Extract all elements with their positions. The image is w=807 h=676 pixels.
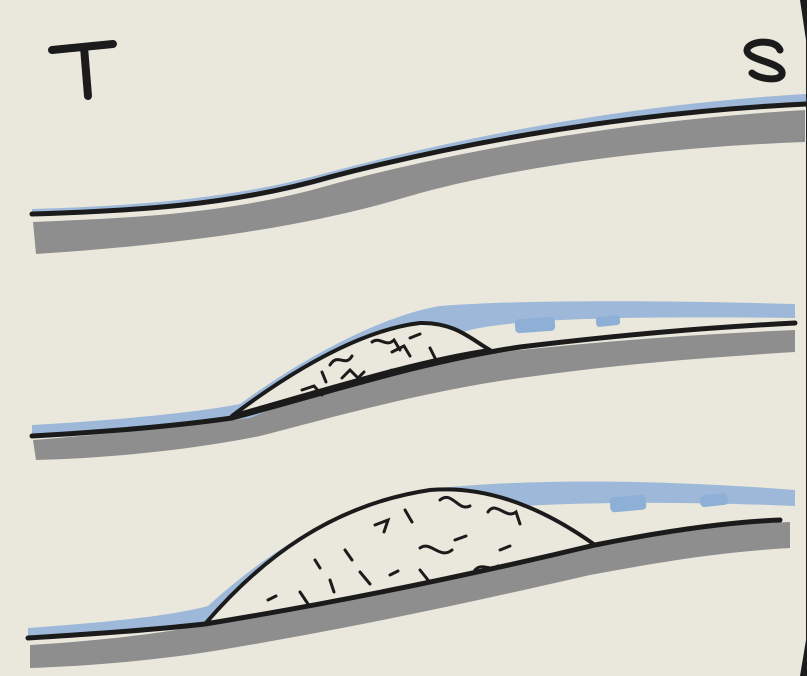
marine-patch <box>609 494 646 512</box>
marine-patch <box>515 317 556 334</box>
